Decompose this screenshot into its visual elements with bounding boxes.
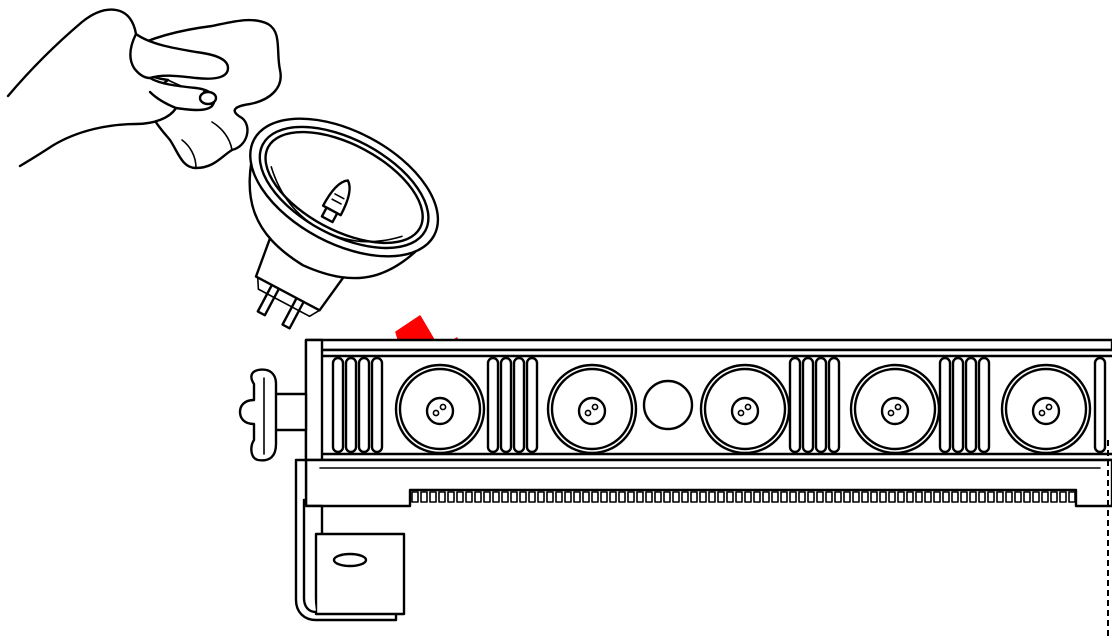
- vent-slot: [924, 491, 932, 503]
- vent-slot: [969, 491, 977, 503]
- vent-slot: [753, 491, 761, 503]
- vent-slot: [447, 491, 455, 503]
- vent-group: [938, 356, 991, 454]
- vent-slot: [591, 491, 599, 503]
- vent-slot: [987, 491, 995, 503]
- vent-slot: [798, 491, 806, 503]
- vent-slot: [573, 491, 581, 503]
- vent-group: [486, 356, 539, 454]
- bracket-hole: [332, 552, 368, 568]
- vent-slot: [807, 491, 815, 503]
- vent-slot: [438, 491, 446, 503]
- vent-group: [1093, 356, 1107, 454]
- vent-slot: [510, 491, 518, 503]
- vent-slot: [852, 491, 860, 503]
- hand: [6, 8, 230, 168]
- vent-slot: [1014, 491, 1022, 503]
- vent-slot: [456, 491, 464, 503]
- vent-slot: [879, 491, 887, 503]
- vent-slot: [672, 491, 680, 503]
- lamp-socket: [849, 363, 941, 455]
- vent-slot: [1023, 491, 1031, 503]
- vent-slot: [429, 491, 437, 503]
- vent-slot: [789, 491, 797, 503]
- vent-slot: [465, 491, 473, 503]
- vent-slot: [744, 491, 752, 503]
- vent-slot: [888, 491, 896, 503]
- vent-slot: [978, 491, 986, 503]
- vent-slot: [636, 491, 644, 503]
- vent-slot: [735, 491, 743, 503]
- vent-slot: [1005, 491, 1013, 503]
- vent-slot: [609, 491, 617, 503]
- vent-slot: [528, 491, 536, 503]
- vent-slot: [870, 491, 878, 503]
- vent-slot: [717, 491, 725, 503]
- light-bar-fixture-icon: [238, 338, 1112, 639]
- vent-slot: [654, 491, 662, 503]
- vent-slot: [492, 491, 500, 503]
- vent-slot: [915, 491, 923, 503]
- vent-slot: [537, 491, 545, 503]
- vent-slot: [582, 491, 590, 503]
- vent-slot: [780, 491, 788, 503]
- vent-slot: [501, 491, 509, 503]
- vent-slot: [942, 491, 950, 503]
- vent-slot: [627, 491, 635, 503]
- vent-slot: [1059, 491, 1067, 503]
- vent-slot: [564, 491, 572, 503]
- vent-slot: [996, 491, 1004, 503]
- vent-slot: [546, 491, 554, 503]
- vent-slot: [483, 491, 491, 503]
- hand-with-cloth-icon: [6, 8, 282, 170]
- vent-group: [331, 356, 384, 454]
- vent-slot: [762, 491, 770, 503]
- vent-slot: [600, 491, 608, 503]
- vent-slot: [771, 491, 779, 503]
- vent-slot: [663, 491, 671, 503]
- vent-slot: [1050, 491, 1058, 503]
- adjustment-knob-icon: [238, 368, 308, 462]
- lamp-socket: [394, 363, 486, 455]
- vent-slot-row: [411, 491, 1076, 503]
- vent-slot: [843, 491, 851, 503]
- vent-slot: [1068, 491, 1076, 503]
- vent-slot: [1041, 491, 1049, 503]
- lamp-socket: [699, 363, 791, 455]
- sensor-window: [642, 379, 694, 431]
- vent-slot: [474, 491, 482, 503]
- halogen-bulb-icon: [248, 117, 440, 330]
- vent-slot: [411, 491, 419, 503]
- vent-slot: [906, 491, 914, 503]
- vent-slot: [708, 491, 716, 503]
- vent-slot: [555, 491, 563, 503]
- vent-slot: [897, 491, 905, 503]
- vent-slot: [825, 491, 833, 503]
- vent-slot: [699, 491, 707, 503]
- vent-slot: [420, 491, 428, 503]
- lamp-socket: [546, 363, 638, 455]
- vent-slot: [1032, 491, 1040, 503]
- vent-slot: [834, 491, 842, 503]
- vent-slot: [960, 491, 968, 503]
- vent-slot: [951, 491, 959, 503]
- vent-slot: [618, 491, 626, 503]
- vent-slot: [645, 491, 653, 503]
- vent-slot: [726, 491, 734, 503]
- vent-slot: [690, 491, 698, 503]
- vent-slot: [816, 491, 824, 503]
- vent-slot: [681, 491, 689, 503]
- vent-slot: [519, 491, 527, 503]
- lamp-socket: [1000, 363, 1092, 455]
- vent-slot: [933, 491, 941, 503]
- vent-slot: [861, 491, 869, 503]
